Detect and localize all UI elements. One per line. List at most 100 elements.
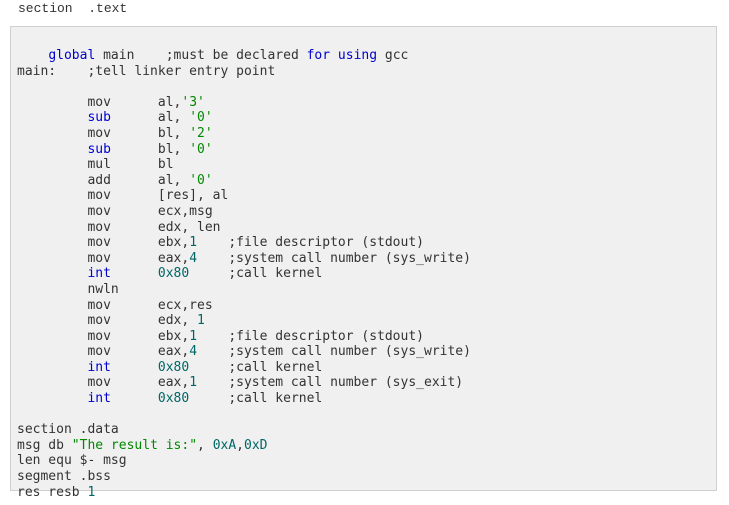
code-token: gcc (377, 48, 409, 63)
code-line: mov edx, len (17, 220, 471, 236)
code-token: msg db (17, 437, 72, 453)
code-string: '0' (189, 172, 213, 188)
code-keyword: sub (87, 141, 111, 157)
code-line: mov al,'3' (17, 95, 471, 111)
code-number: 1 (197, 313, 205, 329)
code-token: ;file descriptor (stdout) (197, 235, 424, 251)
code-number: 4 (189, 250, 198, 266)
code-keyword: using (337, 48, 378, 63)
code-number: 0x80 (157, 359, 190, 375)
code-string: '3' (181, 94, 205, 110)
code-token (17, 391, 87, 406)
code-line: mov edx, 1 (17, 313, 471, 329)
code-token (111, 266, 158, 281)
code-token (111, 360, 158, 375)
code-string: "The result is:" (71, 437, 198, 453)
code-token (17, 360, 87, 375)
code-token: len equ $- msg (17, 453, 127, 469)
code-keyword: global (48, 48, 96, 63)
code-token: res resb (17, 484, 88, 500)
code-token: mov eax, (17, 344, 190, 360)
code-line: section .data (17, 422, 471, 438)
code-number: 0x80 (157, 391, 190, 407)
code-token: ;call kernel (189, 359, 323, 375)
code-line: msg db "The result is:", 0xA,0xD (17, 438, 471, 454)
code-line (17, 407, 471, 423)
code-line: mov ebx,1 ;file descriptor (stdout) (17, 235, 471, 251)
code-line: global main ;must be declared for using … (17, 48, 471, 64)
code-token: mov bl, (17, 125, 190, 141)
code-line: mov bl, '2' (17, 126, 471, 142)
code-token: mov ebx, (17, 235, 190, 251)
code-number: 0xA (212, 437, 237, 453)
code-number: 1 (189, 235, 198, 251)
code-line: mov eax,4 ;system call number (sys_write… (17, 251, 471, 267)
code-keyword: sub (87, 110, 111, 126)
code-token: mov eax, (17, 375, 190, 391)
code-line: mov eax,4 ;system call number (sys_write… (17, 344, 471, 360)
code-token: mov ecx,res (17, 297, 213, 313)
code-token: mov ecx,msg (17, 203, 213, 219)
code-line: mov ecx,res (17, 298, 471, 314)
code-token (17, 142, 87, 157)
code-token: mov ebx, (17, 328, 190, 344)
code-line: mov ecx,msg (17, 204, 471, 220)
code-token (17, 48, 48, 63)
code-token: , (236, 437, 244, 453)
code-number: 1 (189, 375, 198, 391)
code-line: mov ebx,1 ;file descriptor (stdout) (17, 329, 471, 345)
code-token: mov [res], al (17, 188, 229, 204)
section-text-heading: section .text (18, 1, 128, 16)
code-line: segment .bss (17, 469, 471, 485)
code-listing: global main ;must be declared for using … (17, 48, 471, 500)
code-token: ;call kernel (189, 266, 323, 282)
code-line: nwln (17, 282, 471, 298)
code-token: segment .bss (17, 469, 111, 485)
code-line: mov [res], al (17, 188, 471, 204)
code-string: '2' (189, 125, 213, 141)
code-token: main: ;tell linker entry point (17, 63, 276, 79)
code-block-background (10, 26, 717, 491)
code-line: int 0x80 ;call kernel (17, 360, 471, 376)
code-token: mov al, (17, 94, 182, 110)
code-token (111, 391, 158, 406)
code-line: int 0x80 ;call kernel (17, 391, 471, 407)
code-token: mov edx, len (17, 219, 221, 235)
code-line: len equ $- msg (17, 453, 471, 469)
code-line: sub bl, '0' (17, 142, 471, 158)
code-line: main: ;tell linker entry point (17, 64, 471, 80)
code-token: mov eax, (17, 250, 190, 266)
code-keyword: int (87, 266, 111, 282)
code-line: sub al, '0' (17, 110, 471, 126)
code-keyword: int (87, 359, 111, 375)
code-line (17, 79, 471, 95)
code-number: 0xD (244, 437, 268, 453)
code-token: section .data (17, 422, 119, 438)
code-number: 4 (189, 344, 198, 360)
code-keyword: for (306, 48, 331, 63)
code-token: ;call kernel (189, 391, 323, 407)
code-number: 1 (189, 328, 198, 344)
code-token: ;system call number (sys_write) (197, 250, 471, 266)
code-token: ;file descriptor (stdout) (197, 328, 424, 344)
code-token: add al, (17, 172, 190, 188)
code-number: 0x80 (157, 266, 190, 282)
code-token (330, 48, 338, 63)
code-token: al, (110, 110, 190, 126)
code-line: mul bl (17, 157, 471, 173)
code-string: '0' (189, 110, 213, 126)
code-line: res resb 1 (17, 485, 471, 501)
code-token: ;system call number (sys_write) (197, 344, 471, 360)
code-token (17, 266, 87, 281)
code-line: int 0x80 ;call kernel (17, 266, 471, 282)
code-token: main ;must be declared (95, 48, 307, 63)
code-token: bl, (110, 141, 190, 157)
code-token: ;system call number (sys_exit) (197, 375, 464, 391)
code-line: mov eax,1 ;system call number (sys_exit) (17, 375, 471, 391)
code-line: add al, '0' (17, 173, 471, 189)
code-token: nwln (17, 281, 119, 297)
code-string: '0' (189, 141, 213, 157)
code-token: mul bl (17, 157, 174, 173)
code-token: , (197, 437, 213, 453)
code-token (17, 110, 87, 125)
